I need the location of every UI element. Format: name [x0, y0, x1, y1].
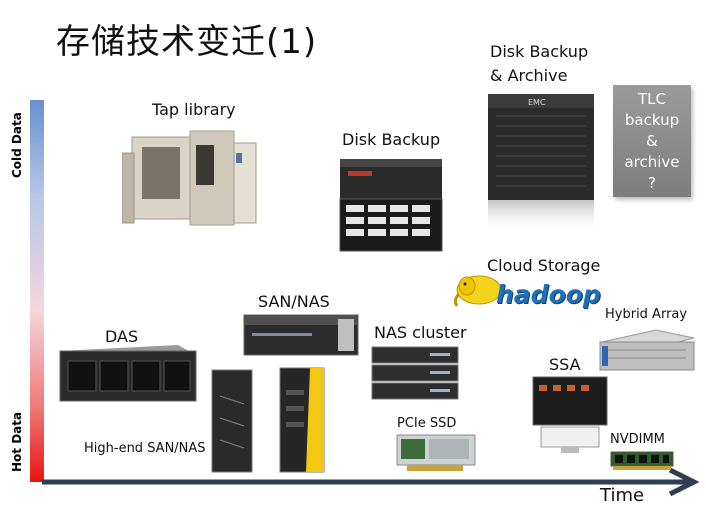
- ssa-label: SSA: [549, 355, 581, 374]
- high-end-san-nas-label: High-end SAN/NAS: [84, 441, 206, 456]
- disk-archive-image: EMC: [488, 94, 594, 234]
- hadoop-elephant-icon: [453, 275, 502, 307]
- nas-cluster-image: [371, 346, 459, 400]
- tlc-text: TLC backup & archive ?: [624, 89, 680, 192]
- das-label: DAS: [105, 327, 139, 346]
- pcie-ssd-label: PCIe SSD: [397, 416, 457, 431]
- nas-cluster-label: NAS cluster: [374, 323, 467, 342]
- nvdimm-module-image: [610, 451, 674, 470]
- time-label: Time: [600, 485, 645, 506]
- hybrid-array-image: [599, 329, 695, 371]
- tape-library-image: [122, 130, 257, 226]
- cloud-storage-label: Cloud Storage: [487, 256, 601, 275]
- tap-library-label: Tap library: [152, 100, 236, 119]
- hadoop-logo-text: hadoop: [496, 280, 601, 309]
- svg-text:EMC: EMC: [528, 98, 546, 107]
- disk-backup-archive-label-line2: & Archive: [490, 66, 568, 85]
- cold-data-label: Cold Data: [10, 112, 24, 178]
- san-nas-label: SAN/NAS: [258, 292, 330, 311]
- time-axis-arrow: [42, 467, 700, 497]
- temperature-gradient-bar: [30, 100, 44, 482]
- ssa-image: [532, 376, 608, 453]
- high-end-san-nas-image: [211, 367, 325, 473]
- hot-data-label: Hot Data: [10, 411, 24, 472]
- disk-backup-archive-label-line1: Disk Backup: [490, 42, 589, 61]
- das-server-image: [59, 345, 197, 402]
- hybrid-array-label: Hybrid Array: [605, 307, 688, 322]
- disk-backup-label: Disk Backup: [342, 130, 441, 149]
- disk-backup-image: [339, 159, 443, 252]
- san-nas-image: [243, 314, 359, 356]
- tlc-backup-archive-box: TLC backup & archive ?: [613, 85, 691, 197]
- page-title: 存储技术变迁(1): [56, 22, 318, 62]
- nvdimm-label: NVDIMM: [610, 432, 665, 447]
- pcie-ssd-card-image: [396, 434, 476, 471]
